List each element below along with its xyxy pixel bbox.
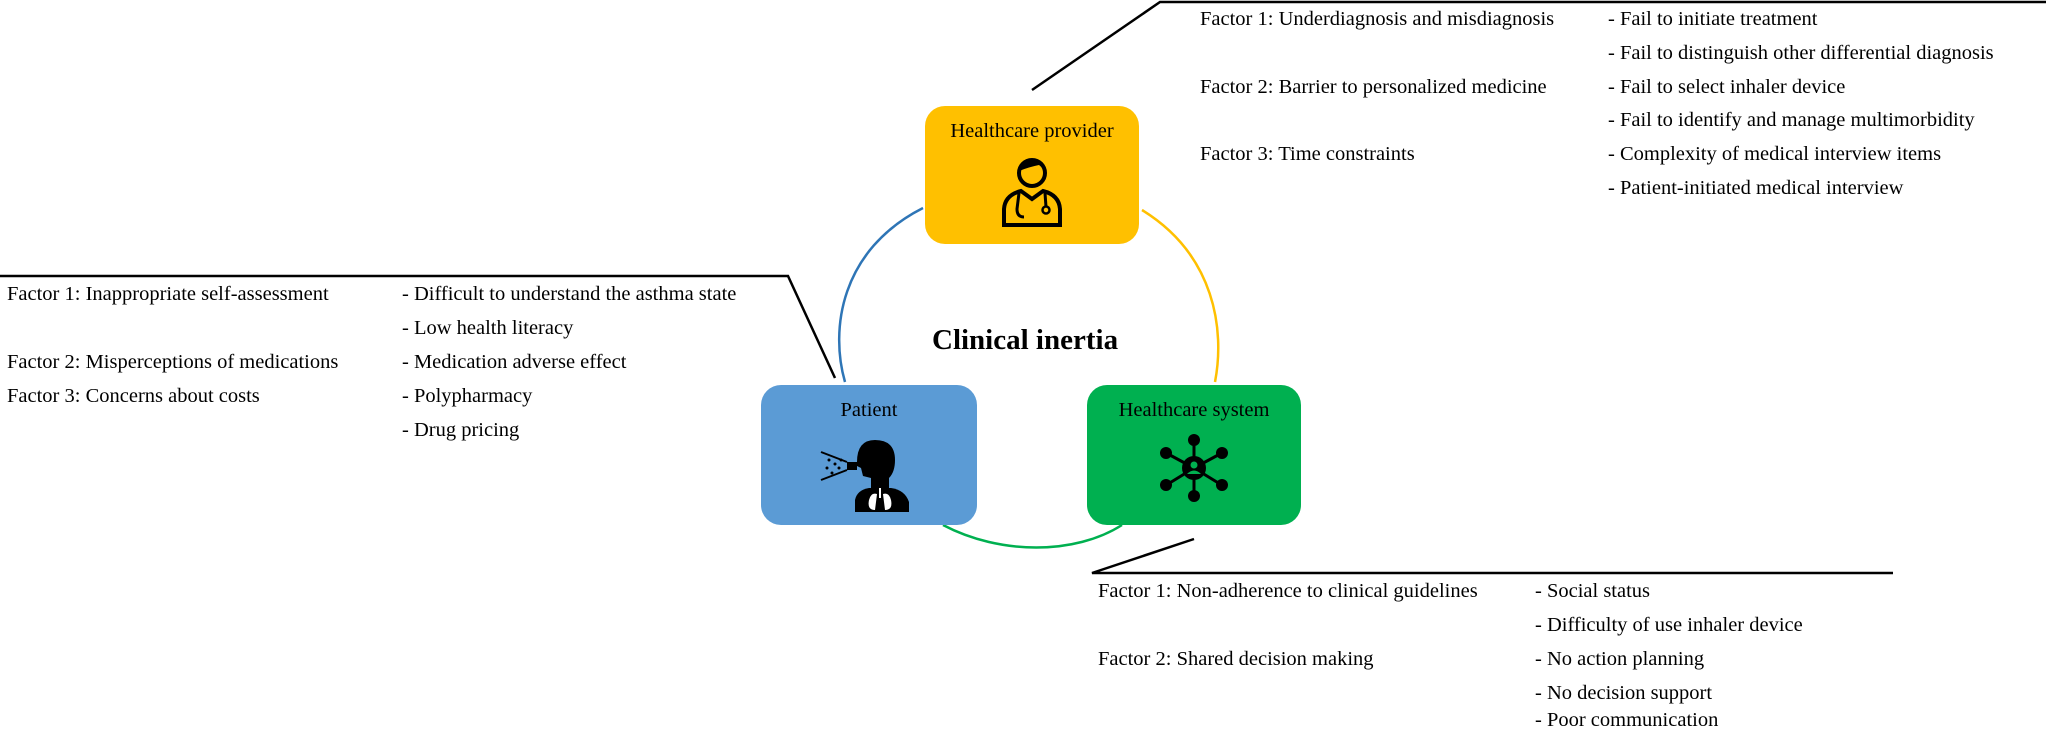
patient-item-3: - Medication adverse effect bbox=[402, 351, 627, 373]
arc-provider-system bbox=[1141, 208, 1220, 383]
patient-factor-3: Factor 3: Concerns about costs bbox=[7, 385, 260, 407]
system-item-5: - Poor communication bbox=[1535, 709, 1719, 731]
provider-item-4: - Fail to identify and manage multimorbi… bbox=[1608, 109, 1975, 131]
node-patient: Patient bbox=[761, 385, 977, 525]
provider-item-5: - Complexity of medical interview items bbox=[1608, 143, 1942, 165]
system-item-3: - No action planning bbox=[1535, 648, 1705, 670]
patient-item-5: - Drug pricing bbox=[402, 419, 520, 441]
provider-factor-1: Factor 1: Underdiagnosis and misdiagnosi… bbox=[1200, 8, 1555, 30]
node-healthcare-provider: Healthcare provider bbox=[925, 106, 1139, 244]
patient-item-1: - Difficult to understand the asthma sta… bbox=[402, 283, 737, 305]
system-item-1: - Social status bbox=[1535, 580, 1651, 602]
patient-leader-line bbox=[0, 274, 837, 379]
system-item-2: - Difficulty of use inhaler device bbox=[1535, 614, 1803, 636]
provider-item-2: - Fail to distinguish other differential… bbox=[1608, 42, 1994, 64]
provider-factor-3: Factor 3: Time constraints bbox=[1200, 143, 1415, 165]
patient-item-2: - Low health literacy bbox=[402, 317, 574, 339]
provider-leader-line bbox=[1031, 0, 2046, 92]
doctor-with-stethoscope-icon bbox=[1002, 158, 1062, 227]
node-label: Healthcare provider bbox=[950, 120, 1114, 142]
system-item-4: - No decision support bbox=[1535, 682, 1713, 704]
provider-factor-2: Factor 2: Barrier to personalized medici… bbox=[1200, 76, 1547, 98]
patient-factor-1: Factor 1: Inappropriate self-assessment bbox=[7, 283, 329, 305]
person-inhaling-lungs-icon bbox=[820, 440, 909, 512]
system-leader-line bbox=[1091, 537, 1893, 575]
provider-item-6: - Patient-initiated medical interview bbox=[1608, 177, 1904, 199]
provider-item-3: - Fail to select inhaler device bbox=[1608, 76, 1846, 98]
arc-patient-system bbox=[942, 523, 1123, 549]
patient-item-4: - Polypharmacy bbox=[402, 385, 533, 407]
system-factor-2: Factor 2: Shared decision making bbox=[1098, 648, 1374, 670]
node-label: Patient bbox=[840, 399, 898, 421]
provider-item-1: - Fail to initiate treatment bbox=[1608, 8, 1818, 30]
center-title: Clinical inertia bbox=[932, 324, 1119, 356]
patient-factor-2: Factor 2: Misperceptions of medications bbox=[7, 351, 339, 373]
node-healthcare-system: Healthcare system bbox=[1087, 385, 1301, 525]
system-factor-1: Factor 1: Non-adherence to clinical guid… bbox=[1098, 580, 1478, 602]
node-label: Healthcare system bbox=[1118, 399, 1270, 421]
network-hub-icon bbox=[1160, 434, 1228, 502]
arc-provider-patient bbox=[837, 206, 924, 383]
